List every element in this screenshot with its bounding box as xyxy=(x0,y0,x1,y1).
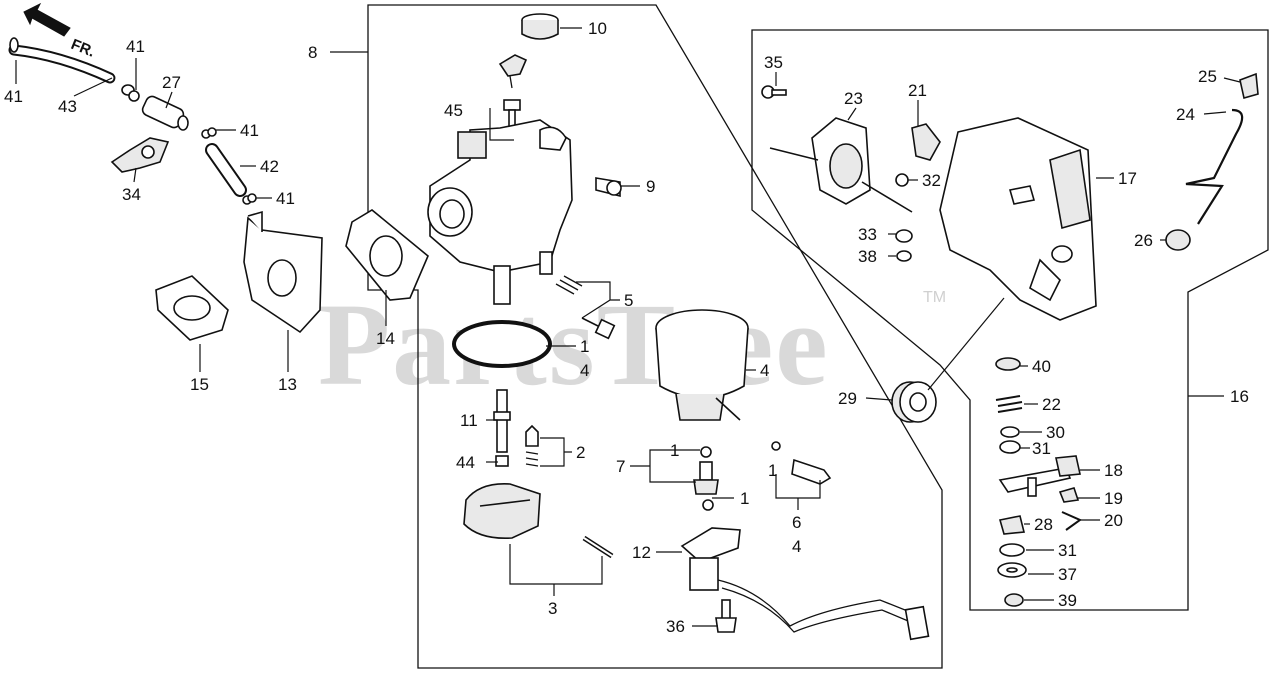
hose-clamps-41 xyxy=(128,90,257,205)
callout-20: 20 xyxy=(1104,511,1123,530)
fuel-hose-42 xyxy=(205,143,247,197)
carburetor-gasket-14 xyxy=(345,209,429,301)
fuel-cut-solenoid-12 xyxy=(680,527,930,641)
callout-31: 31 xyxy=(1032,439,1051,458)
callout-labels: 41 43 41 27 34 41 42 41 8 10 45 9 5 14 1… xyxy=(4,19,1249,636)
callout-6: 6 xyxy=(792,513,801,532)
drain-screw-7 xyxy=(693,446,719,511)
fuel-hose-43 xyxy=(8,37,135,96)
callout-18: 18 xyxy=(1104,461,1123,480)
callout-23: 23 xyxy=(844,89,863,108)
governor-arm-parts xyxy=(995,357,1083,607)
callout-41: 41 xyxy=(276,189,295,208)
callout-1: 1 xyxy=(580,337,589,356)
callout-36: 36 xyxy=(666,617,685,636)
front-direction-arrow-icon xyxy=(23,2,71,37)
float-3 xyxy=(463,483,541,540)
cap-10 xyxy=(521,13,559,40)
front-direction-label: FR. xyxy=(69,36,98,61)
callout-11: 11 xyxy=(460,411,478,430)
callout-5: 5 xyxy=(624,291,633,310)
callout-1: 1 xyxy=(740,489,749,508)
float-bowl-4 xyxy=(655,309,749,421)
callout-30: 30 xyxy=(1046,423,1065,442)
pilot-screw-5 xyxy=(555,275,616,340)
nut-33 xyxy=(895,229,913,243)
callout-32: 32 xyxy=(922,171,941,190)
callout-15: 15 xyxy=(190,375,209,394)
callout-42: 42 xyxy=(260,157,279,176)
callout-4: 4 xyxy=(760,361,769,380)
insulator-gasket-15 xyxy=(155,275,229,341)
callout-24: 24 xyxy=(1176,105,1195,124)
callout-22: 22 xyxy=(1042,395,1061,414)
callout-29: 29 xyxy=(838,389,857,408)
governor-group-outline xyxy=(751,29,1269,611)
nut-32 xyxy=(895,173,909,187)
callout-3: 3 xyxy=(548,599,557,618)
callout-28: 28 xyxy=(1034,515,1053,534)
callout-19: 19 xyxy=(1104,489,1123,508)
leader-lines xyxy=(15,27,1241,627)
callout-7: 7 xyxy=(616,457,625,476)
callout-44: 44 xyxy=(456,453,475,472)
callout-13: 13 xyxy=(278,375,297,394)
cap-25 xyxy=(1239,72,1259,100)
bolt-35 xyxy=(761,85,787,99)
callout-41: 41 xyxy=(4,87,23,106)
callout-41: 41 xyxy=(240,121,259,140)
fuel-joint-27 xyxy=(141,95,189,131)
jet-44 xyxy=(495,455,509,467)
callout-25: 25 xyxy=(1198,67,1217,86)
float-bowl-gasket-1 xyxy=(452,320,552,368)
callout-27: 27 xyxy=(162,73,181,92)
callout-43: 43 xyxy=(58,97,77,116)
callout-21: 21 xyxy=(908,81,927,100)
callout-17: 17 xyxy=(1118,169,1137,188)
callout-38: 38 xyxy=(858,247,877,266)
grommet-26 xyxy=(1165,229,1191,251)
callout-39: 39 xyxy=(1058,591,1077,610)
callout-4: 4 xyxy=(580,361,589,380)
callout-37: 37 xyxy=(1058,565,1077,584)
callout-33: 33 xyxy=(858,225,877,244)
callout-31: 31 xyxy=(1058,541,1077,560)
choke-rod-24 xyxy=(1185,108,1244,225)
callout-35: 35 xyxy=(764,53,783,72)
callout-16: 16 xyxy=(1230,387,1249,406)
main-jet-11 xyxy=(493,389,511,453)
valve-knob xyxy=(498,54,528,89)
callout-1: 1 xyxy=(768,461,777,480)
callout-1: 1 xyxy=(670,441,679,460)
callout-9: 9 xyxy=(646,177,655,196)
callout-34: 34 xyxy=(122,185,141,204)
float-pin xyxy=(582,535,614,559)
carburetor-insulator-13 xyxy=(243,210,323,334)
carburetor-group-outline xyxy=(367,4,943,669)
governor-spring-29 xyxy=(891,297,1005,423)
float-valve-2 xyxy=(525,424,539,467)
carburetor-body xyxy=(427,119,573,305)
control-cable-23 xyxy=(769,117,913,213)
callout-4: 4 xyxy=(792,537,801,556)
callout-10: 10 xyxy=(588,19,607,38)
screw-9 xyxy=(595,177,622,198)
callout-26: 26 xyxy=(1134,231,1153,250)
control-base-17 xyxy=(939,117,1097,321)
hose-clip-34 xyxy=(110,137,170,173)
clip-21 xyxy=(911,123,941,161)
callout-14: 14 xyxy=(376,329,395,348)
bolt-36 xyxy=(715,599,737,633)
washer-38 xyxy=(896,250,912,262)
callout-2: 2 xyxy=(576,443,585,462)
drain-bolt-6 xyxy=(771,441,832,485)
callout-8: 8 xyxy=(308,43,317,62)
watermark-trademark: TM xyxy=(923,289,946,306)
callout-12: 12 xyxy=(632,543,651,562)
callout-41: 41 xyxy=(126,37,145,56)
screw-45 xyxy=(503,99,521,135)
callout-45: 45 xyxy=(444,101,463,120)
callout-40: 40 xyxy=(1032,357,1051,376)
